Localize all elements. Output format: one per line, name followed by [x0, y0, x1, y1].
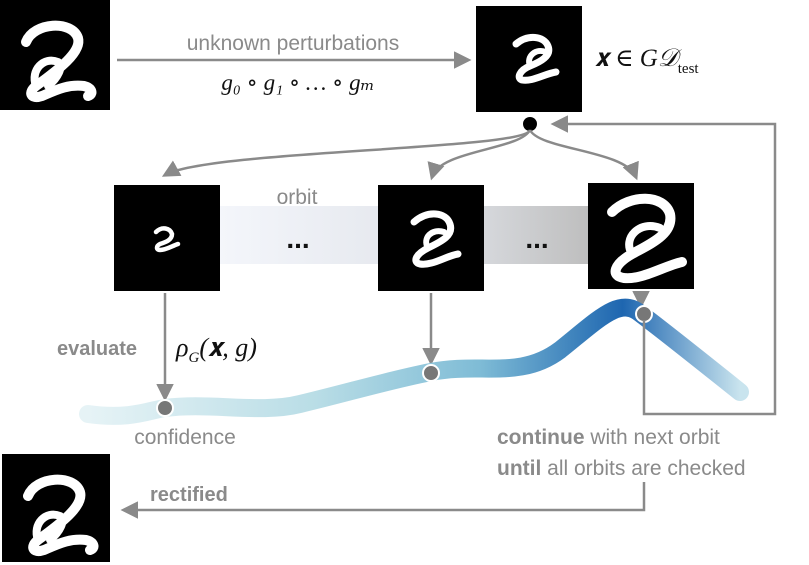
until-rest: all orbits are checked — [541, 457, 745, 480]
rectified-arrow — [120, 482, 646, 519]
branch-arrow-middle — [427, 129, 532, 181]
svg-text:ρG(𝐱, g): ρG(𝐱, g) — [175, 333, 257, 366]
orbit-label: orbit — [277, 186, 318, 209]
orbit-sample-large — [588, 183, 694, 289]
svg-text:until all orbits are checked: until all orbits are checked — [497, 457, 746, 480]
input-digit-image — [0, 0, 110, 110]
rho-symbol: ρ — [175, 333, 188, 362]
membership-formula: 𝐱 ∈ G𝒟 — [595, 45, 683, 72]
continue-bold: continue — [497, 426, 585, 449]
digit-two-glyph — [21, 20, 97, 102]
confidence-label: confidence — [134, 426, 236, 449]
orbit-sample-medium — [378, 185, 484, 291]
branch-arrow-left — [161, 129, 532, 177]
branch-arrow-right — [528, 129, 639, 181]
membership-subscript: test — [678, 61, 700, 77]
continue-rest: with next orbit — [585, 426, 721, 449]
orbit-sample-small — [114, 185, 220, 291]
rectified-label: rectified — [150, 484, 228, 506]
perturbation-label: unknown perturbations — [187, 32, 399, 55]
root-node — [523, 117, 537, 131]
orbit-ellipsis-2: ... — [525, 223, 548, 254]
rho-subscript: G — [188, 350, 199, 366]
evaluate-label: evaluate — [57, 338, 137, 360]
perturbed-digit-image — [476, 6, 582, 112]
composition-formula: g₀ ∘ g₁ ∘ … ∘ gₘ — [221, 70, 374, 95]
rho-arguments: (𝐱, g) — [199, 333, 257, 362]
confidence-point-left — [156, 399, 174, 417]
confidence-point-right — [635, 305, 653, 323]
svg-text:𝐱 ∈ G𝒟test: 𝐱 ∈ G𝒟test — [595, 45, 699, 77]
orbit-ellipsis-1: ... — [286, 223, 309, 254]
until-bold: until — [497, 457, 541, 480]
rectified-digit-image — [2, 454, 110, 562]
svg-text:continue with next orbit: continue with next orbit — [497, 426, 720, 449]
continue-loop-arrow — [550, 115, 777, 416]
perturbed-digit-glyph — [512, 34, 560, 84]
confidence-point-middle — [422, 364, 440, 382]
